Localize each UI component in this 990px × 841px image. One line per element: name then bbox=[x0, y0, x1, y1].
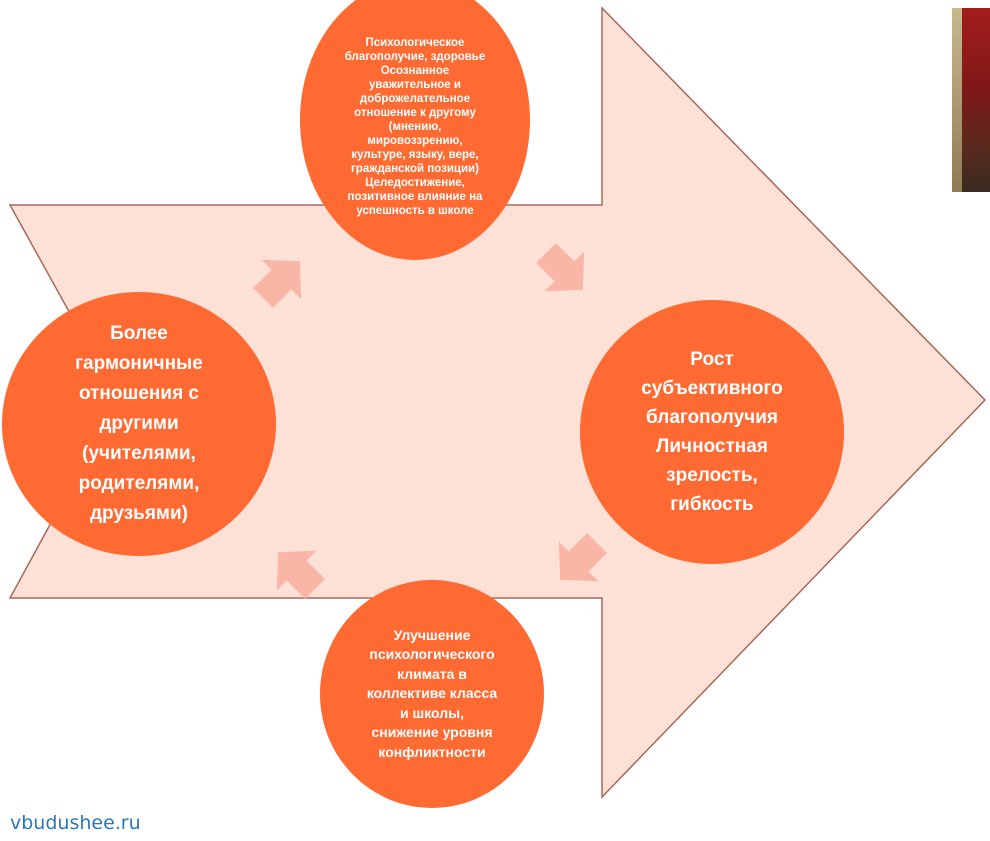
node-left: Более гармоничные отношения с другими (у… bbox=[2, 292, 276, 556]
node-top-text: Психологическое благополучие, здоровье О… bbox=[344, 37, 486, 217]
node-bottom-text: Улучшение психологического климата в кол… bbox=[366, 626, 498, 760]
cycle-arrow-top-right bbox=[536, 243, 585, 292]
cycle-arrows bbox=[253, 243, 607, 599]
node-left-text: Более гармоничные отношения с другими (у… bbox=[75, 323, 203, 524]
cycle-arrow-left-top bbox=[253, 259, 302, 308]
node-right-text: Рост субъективного благополучия Личностн… bbox=[641, 349, 783, 515]
photo-thumbnail bbox=[952, 8, 990, 192]
node-right: Рост субъективного благополучия Личностн… bbox=[580, 300, 844, 564]
node-bottom: Улучшение психологического климата в кол… bbox=[320, 580, 544, 808]
photo-thumbnail-edge bbox=[952, 8, 962, 192]
cycle-arrow-bottom-left bbox=[276, 550, 325, 599]
cycle-arrow-right-bottom bbox=[558, 533, 607, 582]
site-watermark: vbudushee.ru bbox=[10, 812, 141, 834]
node-top: Психологическое благополучие, здоровье О… bbox=[300, 0, 530, 260]
